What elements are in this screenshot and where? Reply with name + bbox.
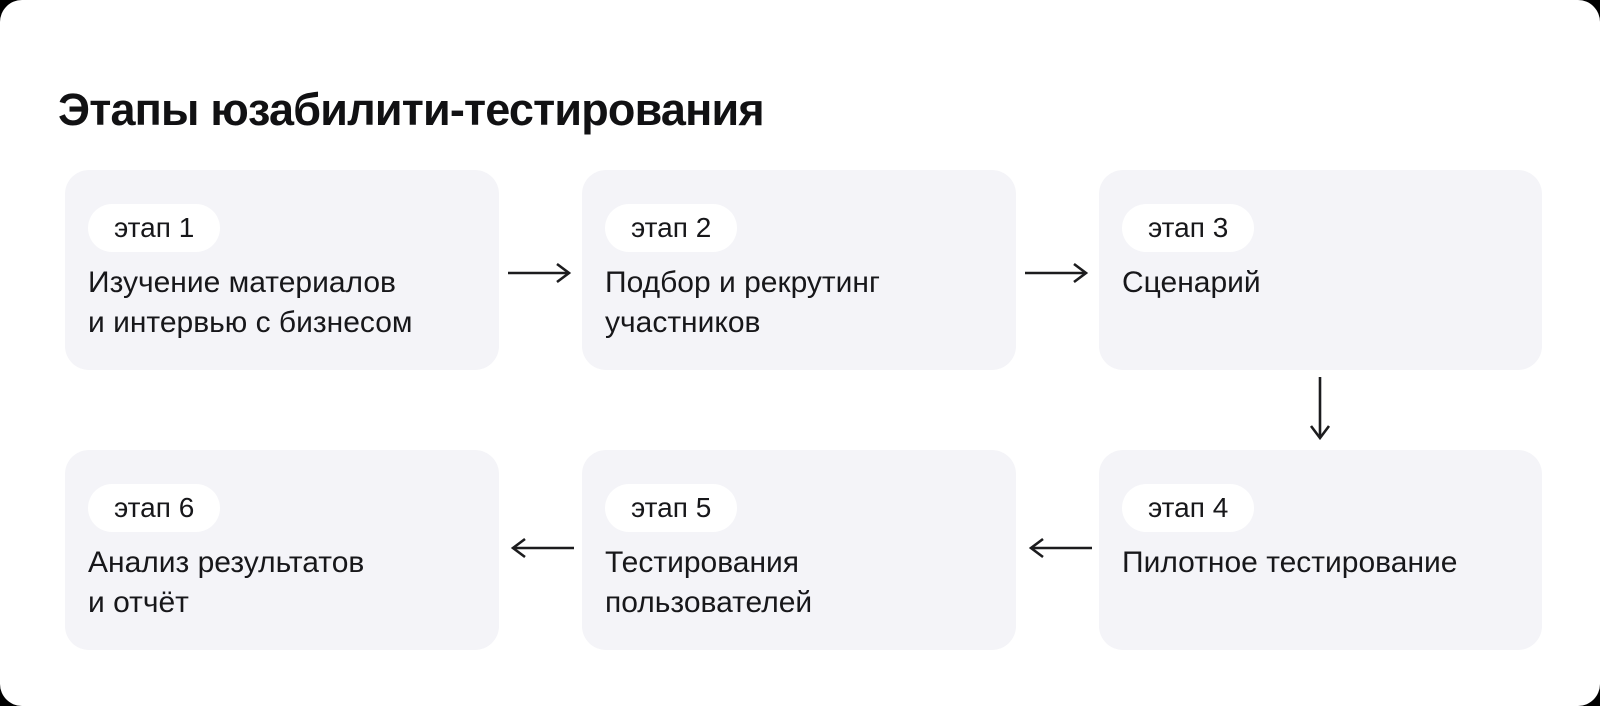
stage-6-text-line-2: и отчёт: [88, 586, 189, 619]
stage-1-text: Изучение материалов и интервью с бизнесо…: [88, 263, 475, 343]
stage-6-text: Анализ результатов и отчёт: [88, 543, 475, 623]
stage-5-badge: этап 5: [605, 484, 738, 532]
stage-card-6: этап 6 Анализ результатов и отчёт: [65, 450, 499, 650]
stage-5-text-line-1: Тестирования: [605, 546, 800, 579]
stage-card-5: этап 5 Тестирования пользователей: [582, 450, 1016, 650]
stage-card-3: этап 3 Сценарий: [1099, 170, 1542, 370]
stage-2-text-line-2: участников: [605, 306, 761, 339]
stage-card-2: этап 2 Подбор и рекрутинг участников: [582, 170, 1016, 370]
stage-3-badge: этап 3: [1122, 204, 1255, 252]
stage-4-text: Пилотное тестирование: [1122, 543, 1518, 583]
arrow-down-icon: [1305, 375, 1335, 445]
stage-6-badge: этап 6: [88, 484, 221, 532]
arrow-right-icon: [506, 258, 576, 288]
stage-2-text: Подбор и рекрутинг участников: [605, 263, 992, 343]
stage-3-text-line-1: Сценарий: [1122, 266, 1261, 299]
arrow-left-icon: [1024, 533, 1094, 563]
stage-3-text: Сценарий: [1122, 263, 1518, 303]
stage-5-text: Тестирования пользователей: [605, 543, 992, 623]
stage-1-badge: этап 1: [88, 204, 221, 252]
stage-5-text-line-2: пользователей: [605, 586, 813, 619]
arrow-right-icon: [1023, 258, 1093, 288]
stage-4-text-line-1: Пилотное тестирование: [1122, 546, 1458, 579]
stage-2-text-line-1: Подбор и рекрутинг: [605, 266, 880, 299]
stage-2-badge: этап 2: [605, 204, 738, 252]
stage-4-badge: этап 4: [1122, 484, 1255, 532]
stage-card-4: этап 4 Пилотное тестирование: [1099, 450, 1542, 650]
stage-6-text-line-1: Анализ результатов: [88, 546, 365, 579]
stage-card-1: этап 1 Изучение материалов и интервью с …: [65, 170, 499, 370]
page-title: Этапы юзабилити-тестирования: [58, 84, 765, 136]
stage-1-text-line-2: и интервью с бизнесом: [88, 306, 413, 339]
arrow-left-icon: [506, 533, 576, 563]
stage-1-text-line-1: Изучение материалов: [88, 266, 396, 299]
